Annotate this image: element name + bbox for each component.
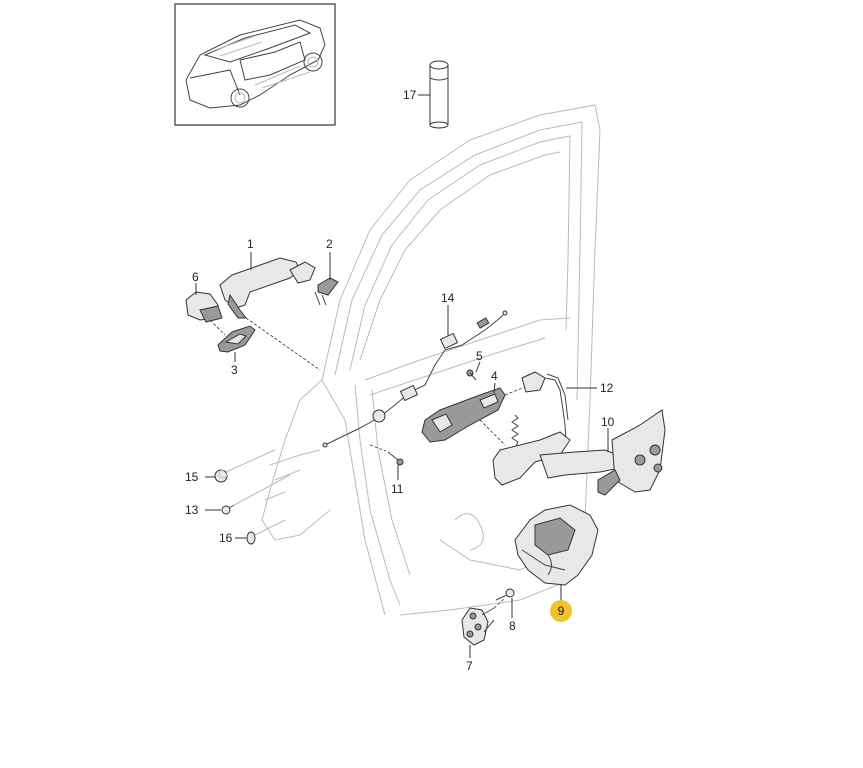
callout-14[interactable]: 14 [441, 291, 455, 305]
vehicle-illustration [185, 19, 326, 109]
callout-17[interactable]: 17 [403, 88, 417, 102]
callout-10[interactable]: 10 [601, 415, 615, 429]
part-1-outer-handle [219, 257, 316, 319]
part-2-bracket-clip [314, 277, 339, 306]
part-15-plug [214, 469, 228, 483]
callout-15[interactable]: 15 [185, 470, 199, 484]
part-7-striker-plate [461, 607, 495, 646]
callout-13[interactable]: 13 [185, 503, 199, 517]
part-10-bracket [492, 409, 666, 496]
callout-9[interactable]: 9 [558, 604, 565, 618]
callout-16[interactable]: 16 [219, 531, 233, 545]
callout-labels: 1 2 3 4 5 6 7 8 10 11 12 13 14 15 16 17 … [185, 88, 615, 673]
part-13-clip [221, 504, 235, 515]
vehicle-inset [174, 3, 336, 126]
part-5-screw [466, 369, 477, 381]
callout-11[interactable]: 11 [391, 482, 404, 496]
callout-9-highlight [550, 600, 572, 622]
spring [511, 414, 519, 449]
part-6-cylinder-cap [185, 291, 223, 323]
callout-6[interactable]: 6 [192, 270, 199, 284]
part-12-cable [521, 371, 569, 441]
part-11-screw [387, 451, 404, 466]
part-14-cable [322, 310, 508, 448]
part-16-plug [246, 531, 256, 545]
callout-12[interactable]: 12 [600, 381, 614, 395]
leader-lines [195, 252, 609, 658]
callout-2[interactable]: 2 [326, 237, 333, 251]
part-3-trim-gasket [217, 325, 256, 353]
callout-8[interactable]: 8 [509, 619, 516, 633]
part-4-carrier [421, 387, 506, 443]
callout-1[interactable]: 1 [247, 237, 254, 251]
part-9-lock-actuator [514, 504, 599, 586]
part-8-bolt [495, 588, 515, 601]
callout-3[interactable]: 3 [231, 363, 238, 377]
callout-4[interactable]: 4 [491, 369, 498, 383]
door-shell [261, 104, 601, 616]
callout-5[interactable]: 5 [476, 349, 483, 363]
callout-7[interactable]: 7 [466, 659, 473, 673]
part-17-tube [418, 60, 449, 129]
